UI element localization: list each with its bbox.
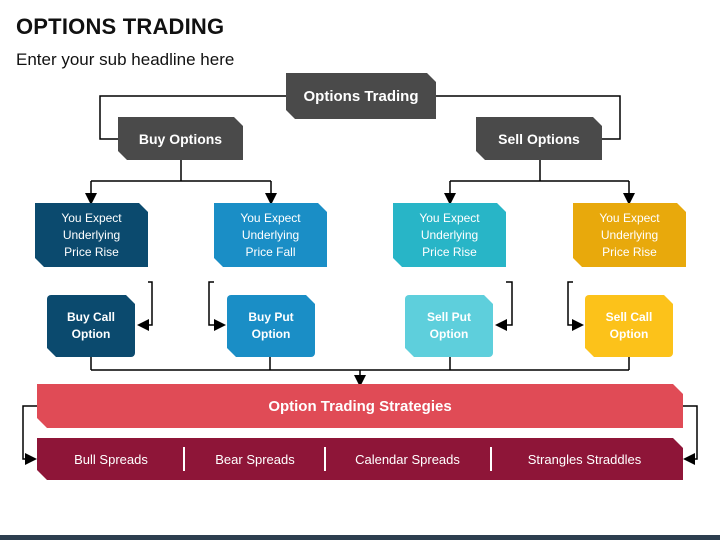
strategy-separator <box>324 447 326 471</box>
expect-price-rise-sell-put: You Expect Underlying Price Rise <box>393 203 506 267</box>
expect-line: You Expect <box>599 210 660 225</box>
strategy-bear-spreads: Bear Spreads <box>215 451 295 467</box>
bottom-strip <box>0 535 720 540</box>
expect-line: Price Rise <box>422 244 477 259</box>
expect-line: You Expect <box>61 210 122 225</box>
option-line: Option <box>71 327 111 341</box>
buy-call-option-node: Buy Call Option <box>47 295 135 357</box>
strategies-list-bar: Bull Spreads Bear Spreads Calendar Sprea… <box>37 438 683 480</box>
expect-line: You Expect <box>419 210 480 225</box>
strategy-separator <box>490 447 492 471</box>
expect-line: Underlying <box>420 227 479 242</box>
options-trading-label: Options Trading <box>303 87 419 105</box>
option-line: Sell Call <box>605 310 653 324</box>
sell-options-node: Sell Options <box>476 117 602 160</box>
buy-options-node: Buy Options <box>118 117 243 160</box>
strategy-separator <box>183 447 185 471</box>
option-line: Option <box>609 327 649 341</box>
options-trading-node: Options Trading <box>286 73 436 119</box>
sell-put-option-node: Sell Put Option <box>405 295 493 357</box>
strategy-calendar-spreads: Calendar Spreads <box>355 451 460 467</box>
buy-options-label: Buy Options <box>138 130 223 147</box>
option-line: Sell Put <box>426 310 471 324</box>
option-line: Option <box>429 327 469 341</box>
expect-line: Price Fall <box>245 244 296 259</box>
sell-call-option-node: Sell Call Option <box>585 295 673 357</box>
expect-line: Price Rise <box>602 244 657 259</box>
strategy-bull-spreads: Bull Spreads <box>74 451 148 467</box>
expect-line: Underlying <box>600 227 659 242</box>
expect-price-fall-buy: You Expect Underlying Price Fall <box>214 203 327 267</box>
page-subtitle: Enter your sub headline here <box>16 50 235 69</box>
strategy-strangles-straddles: Strangles Straddles <box>527 451 642 467</box>
expect-line: Underlying <box>241 227 300 242</box>
expect-price-rise-buy: You Expect Underlying Price Rise <box>35 203 148 267</box>
option-line: Option <box>251 327 291 341</box>
expect-line: Underlying <box>62 227 121 242</box>
expect-line: Price Rise <box>64 244 119 259</box>
expect-price-rise-sell-call: You Expect Underlying Price Rise <box>573 203 686 267</box>
option-line: Buy Put <box>248 310 294 324</box>
page-title: OPTIONS TRADING <box>16 14 225 39</box>
buy-put-option-node: Buy Put Option <box>227 295 315 357</box>
sell-options-label: Sell Options <box>498 130 580 147</box>
expect-line: You Expect <box>240 210 301 225</box>
strategies-title: Option Trading Strategies <box>268 397 452 415</box>
option-trading-strategies-bar: Option Trading Strategies <box>37 384 683 428</box>
option-line: Buy Call <box>66 310 115 324</box>
